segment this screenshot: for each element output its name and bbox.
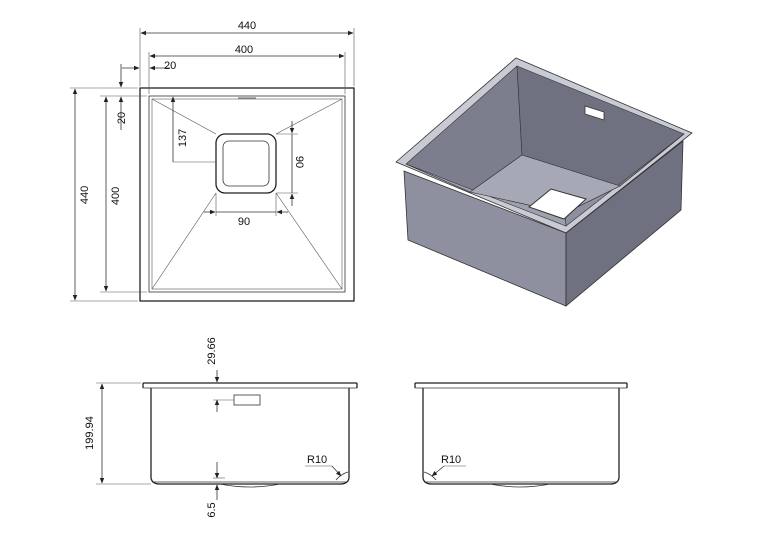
dim-corner-radius-front: R10: [307, 454, 327, 466]
top-view-inner-bowl: [148, 95, 346, 293]
dim-bottom-offset: 6.5: [206, 502, 218, 517]
top-view-slope-line: [275, 192, 343, 290]
side-view-bottom: [422, 477, 620, 485]
top-view-slope-line: [151, 192, 217, 290]
top-view: 440 400 20 440 400 20 137 90: [70, 20, 355, 302]
dim-depth: 199.94: [84, 416, 96, 450]
iso-overflow-slot: [584, 105, 605, 121]
dim-overall-width: 440: [238, 20, 256, 32]
top-view-slope-line: [275, 98, 343, 135]
dim-inner-width: 400: [235, 44, 253, 56]
dim-drain-height: 90: [293, 156, 305, 168]
side-view: R10: [414, 382, 628, 488]
front-view-bottom: [150, 477, 350, 485]
top-view-outer-rim: [139, 87, 355, 302]
top-view-inner-bowl-lip: [151, 98, 343, 290]
dim-inner-height: 400: [110, 187, 122, 205]
leader-corner-radius: [331, 465, 342, 477]
top-view-drain-inner: [222, 140, 270, 187]
dim-overflow-offset: 29.66: [206, 337, 218, 365]
front-view: 199.94 29.66 6.5 R10: [84, 337, 358, 518]
front-view-corner-arc: [335, 471, 349, 481]
dim-corner-radius-side: R10: [441, 454, 461, 466]
front-view-overflow-slot: [233, 394, 261, 406]
dim-drain-offset: 137: [177, 129, 189, 147]
dim-rim-offset: 20: [164, 60, 176, 72]
top-view-drain-outer: [215, 133, 277, 194]
top-view-slope-line: [151, 98, 217, 135]
leader-corner-radius-side: [431, 465, 445, 477]
dim-overall-height: 440: [79, 186, 91, 204]
iso-outer-right-wall: [565, 140, 684, 307]
iso-drain: [527, 188, 588, 220]
dim-rim-offset-vertical: 20: [116, 112, 128, 124]
isometric-view: [395, 57, 693, 307]
dim-drain-width: 90: [238, 216, 250, 228]
side-view-corner-arc: [423, 471, 437, 481]
